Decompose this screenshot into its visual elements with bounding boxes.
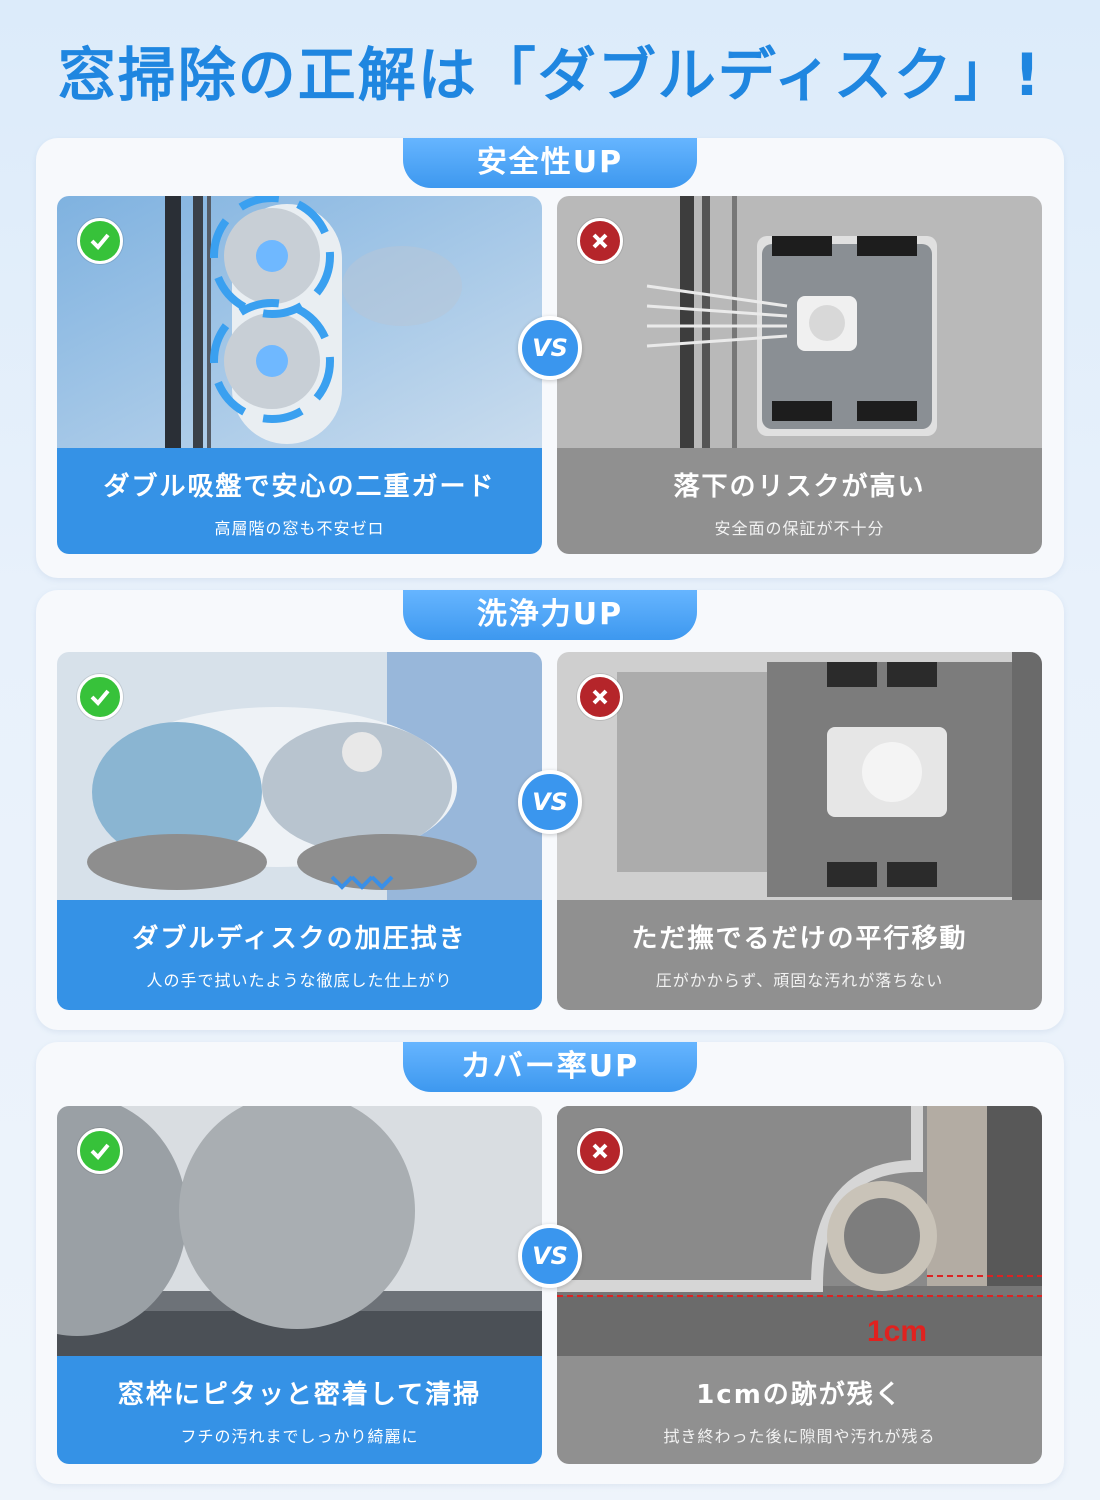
- section-safety: 安全性UP: [36, 138, 1064, 578]
- good-subtitle: フチの汚れまでしっかり綺麗に: [180, 1427, 419, 1446]
- single-suction-image: [557, 196, 1042, 448]
- bad-title: 1cmの跡が残く: [696, 1380, 903, 1410]
- cross-icon: [577, 218, 623, 264]
- bad-panel: 落下のリスクが高い 安全面の保証が不十分: [557, 196, 1042, 554]
- section-title: 洗浄力UP: [403, 590, 697, 640]
- vs-badge: VS: [518, 1224, 582, 1288]
- good-panel: ダブル吸盤で安心の二重ガード 高層階の窓も不安ゼロ: [57, 196, 542, 554]
- bad-title: 落下のリスクが高い: [673, 472, 926, 502]
- good-panel: 窓枠にピタッと密着して清掃 フチの汚れまでしっかり綺麗に: [57, 1106, 542, 1464]
- cross-icon: [577, 1128, 623, 1174]
- parallel-wipe-image: [557, 652, 1042, 904]
- good-panel: ダブルディスクの加圧拭き 人の手で拭いたような徹底した仕上がり: [57, 652, 542, 1010]
- page-headline: 窓掃除の正解は「ダブルディスク」!: [57, 41, 1043, 109]
- section-title: 安全性UP: [403, 138, 697, 188]
- cross-icon: [577, 674, 623, 720]
- check-icon: [77, 218, 123, 264]
- bad-caption: ただ撫でるだけの平行移動 圧がかからず、頑固な汚れが落ちない: [557, 900, 1042, 1010]
- bad-panel: 1cm 1cmの跡が残く 拭き終わった後に隙間や汚れが残る: [557, 1106, 1042, 1464]
- check-icon: [77, 674, 123, 720]
- bad-panel: ただ撫でるだけの平行移動 圧がかからず、頑固な汚れが落ちない: [557, 652, 1042, 1010]
- vs-badge: VS: [518, 316, 582, 380]
- section-coverage: カバー率UP 窓枠にピタッと密着して清掃 フチの汚れまでしっかり綺麗に: [36, 1042, 1064, 1484]
- section-title: カバー率UP: [403, 1042, 697, 1092]
- check-icon: [77, 1128, 123, 1174]
- bad-subtitle: 拭き終わった後に隙間や汚れが残る: [663, 1427, 936, 1446]
- pressure-wipe-image: [57, 652, 542, 904]
- good-title: ダブルディスクの加圧拭き: [132, 924, 467, 954]
- double-suction-image: [57, 196, 542, 448]
- good-caption: ダブルディスクの加圧拭き 人の手で拭いたような徹底した仕上がり: [57, 900, 542, 1010]
- bad-title: ただ撫でるだけの平行移動: [631, 924, 968, 954]
- bad-subtitle: 安全面の保証が不十分: [714, 519, 885, 538]
- measure-label: 1cm: [867, 1315, 927, 1348]
- good-title: ダブル吸盤で安心の二重ガード: [103, 472, 496, 502]
- vs-badge: VS: [518, 770, 582, 834]
- good-caption: ダブル吸盤で安心の二重ガード 高層階の窓も不安ゼロ: [57, 448, 542, 554]
- bad-caption: 1cmの跡が残く 拭き終わった後に隙間や汚れが残る: [557, 1356, 1042, 1464]
- good-caption: 窓枠にピタッと密着して清掃 フチの汚れまでしっかり綺麗に: [57, 1356, 542, 1464]
- bad-caption: 落下のリスクが高い 安全面の保証が不十分: [557, 448, 1042, 554]
- bad-subtitle: 圧がかからず、頑固な汚れが落ちない: [655, 971, 944, 990]
- good-title: 窓枠にピタッと密着して清掃: [117, 1380, 482, 1410]
- edge-fit-image: [57, 1106, 542, 1356]
- edge-gap-image: 1cm: [557, 1106, 1042, 1356]
- section-cleaning: 洗浄力UP ダブルディスクの加圧拭き 人の手で拭いたような徹底した仕上がり: [36, 590, 1064, 1030]
- good-subtitle: 高層階の窓も不安ゼロ: [214, 519, 385, 538]
- good-subtitle: 人の手で拭いたような徹底した仕上がり: [146, 971, 453, 990]
